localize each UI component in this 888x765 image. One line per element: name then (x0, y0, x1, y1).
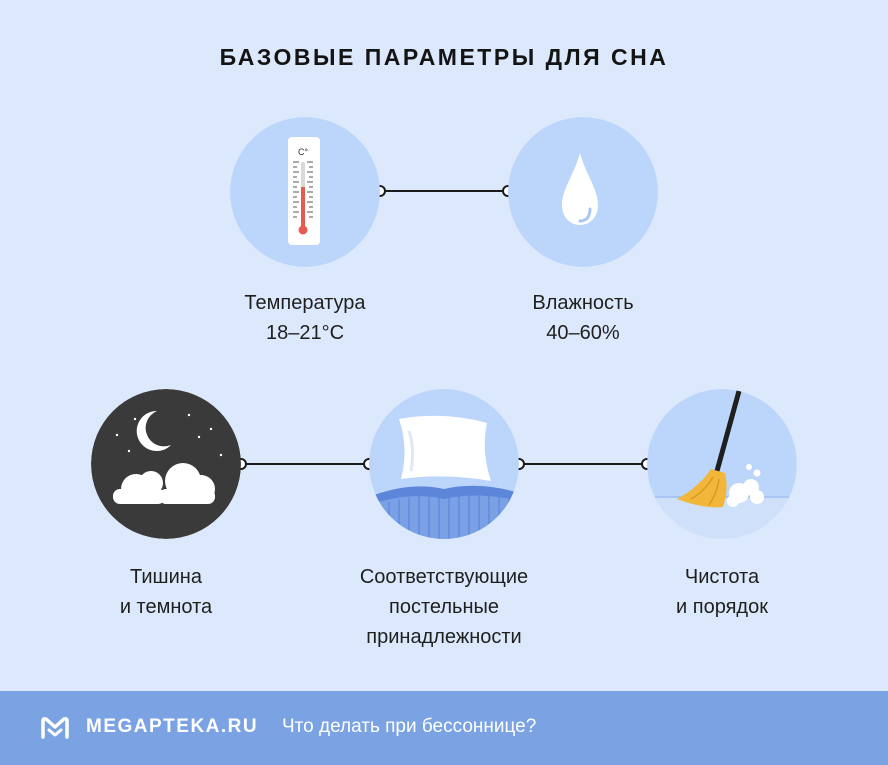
foam-bubbles (727, 464, 764, 507)
silence-circle (91, 389, 241, 539)
bedding-line-1: Соответствующие (359, 566, 529, 588)
humidity-circle (508, 117, 658, 267)
cleanliness-line-2: и порядок (676, 596, 768, 618)
megapteka-logo-icon[interactable] (40, 715, 70, 741)
temperature-value: 18–21°C (265, 322, 345, 344)
silence-line-2: и темнота (119, 596, 213, 618)
connector-bottom-right (513, 458, 653, 470)
thermometer-icon: C° (288, 137, 320, 245)
bedding-label: Соответствующие постельные принадлежност… (314, 562, 574, 652)
thermometer-unit: C° (298, 147, 308, 157)
humidity-title: Влажность (532, 292, 634, 314)
insomnia-link[interactable]: Что делать при бессоннице? (282, 716, 537, 737)
humidity-value: 40–60% (546, 322, 620, 344)
mattress (369, 485, 519, 539)
night-sky-icon (113, 410, 223, 504)
brand-name[interactable]: MEGAPTEKA.RU (86, 716, 259, 737)
footer-bar: MEGAPTEKA.RU Что делать при бессоннице? (0, 691, 888, 765)
cleanliness-circle (647, 389, 797, 539)
pillow-icon (399, 415, 491, 481)
bedding-line-2: постельные (389, 596, 499, 618)
temperature-label: Температура 18–21°C (205, 288, 405, 348)
temperature-title: Температура (244, 292, 366, 314)
connector-bottom-left (235, 458, 375, 470)
connector-top (374, 185, 514, 197)
temperature-circle: C° (230, 117, 380, 267)
cleanliness-line-1: Чистота (684, 566, 760, 588)
silence-line-1: Тишина (130, 566, 202, 588)
cleanliness-label: Чистота и порядок (622, 562, 822, 622)
broom-icon (677, 389, 742, 508)
cloud-icon (113, 463, 215, 504)
bedding-circle (369, 389, 519, 539)
silence-label: Тишина и темнота (66, 562, 266, 622)
water-drop-icon (562, 153, 598, 225)
page-title: БАЗОВЫЕ ПАРАМЕТРЫ ДЛЯ СНА (219, 44, 669, 70)
humidity-label: Влажность 40–60% (483, 288, 683, 348)
bedding-line-3: принадлежности (366, 626, 522, 648)
